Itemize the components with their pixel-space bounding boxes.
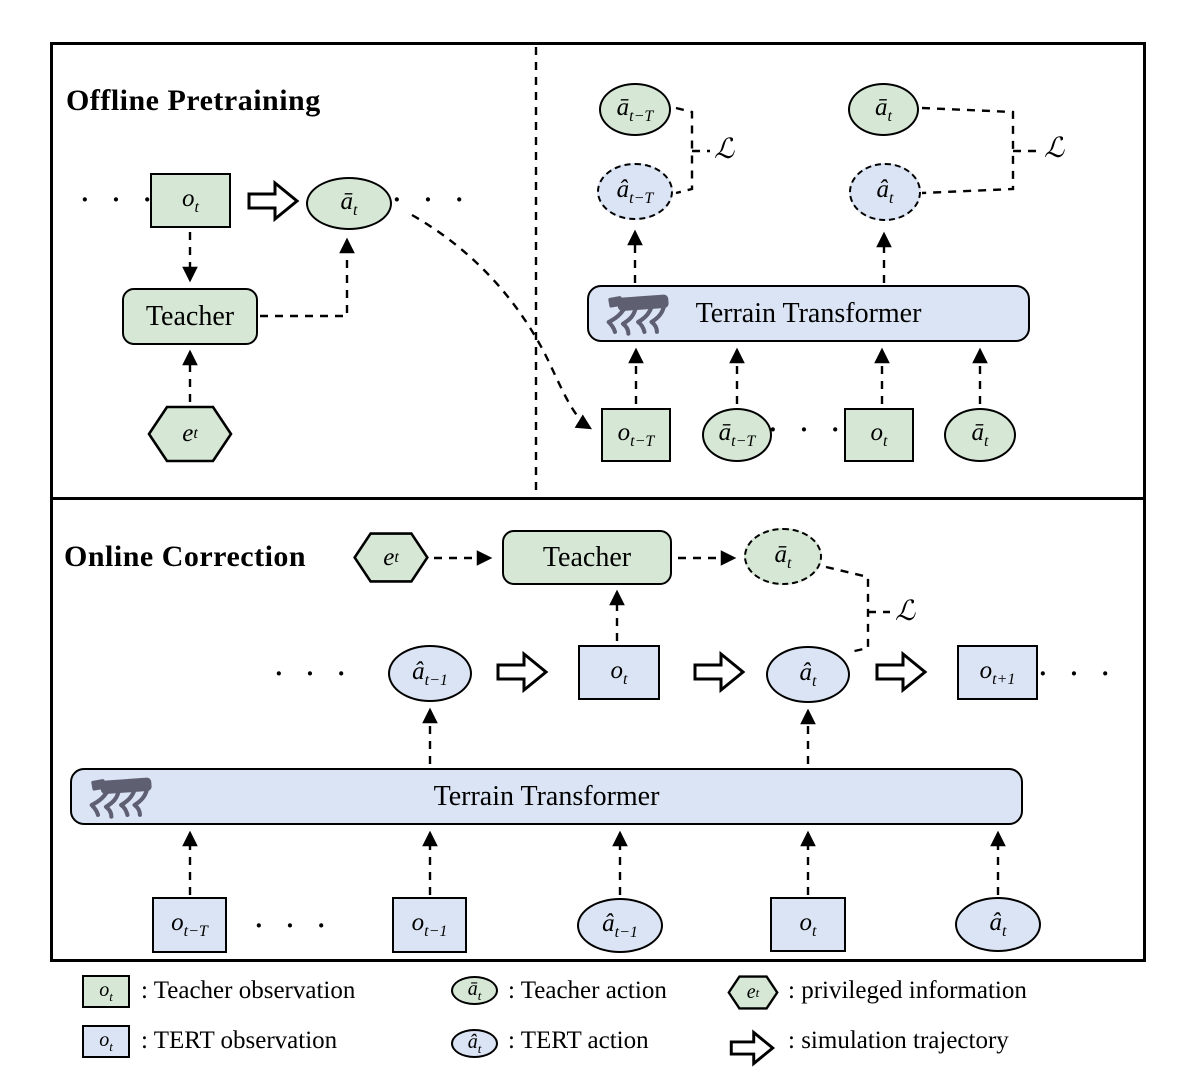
- hexagon-shape: [353, 532, 429, 583]
- node-label: ot−T: [617, 419, 655, 450]
- loss-symbol: ℒ: [1044, 131, 1065, 164]
- node-label: ot: [799, 908, 817, 940]
- node-label: ot: [99, 1028, 113, 1054]
- node-label: āt: [467, 977, 482, 1003]
- legend-swatch-tert-observation: ot: [82, 1025, 130, 1058]
- node-label: ot−1: [411, 909, 448, 940]
- online-ahat-t-node: ât: [766, 646, 850, 703]
- ellipsis: · · ·: [392, 185, 472, 214]
- offline-abar-t-node: āt: [306, 177, 392, 230]
- online-input-ahat-tm1: ât−1: [577, 898, 663, 953]
- offline-input-otmT: ot−T: [601, 408, 671, 462]
- simulation-trajectory-arrow: [247, 179, 300, 223]
- online-input-otm1: ot−1: [392, 897, 467, 953]
- robot-dog-icon: [606, 294, 669, 336]
- hexagon-shape: [727, 975, 779, 1010]
- legend-swatch-tert-action: ât: [451, 1029, 498, 1058]
- offline-terrain-transformer-bar: Terrain Transformer: [587, 285, 1030, 342]
- ellipsis: · · ·: [274, 659, 354, 688]
- online-input-otmT: ot−T: [152, 897, 227, 953]
- offline-ahat-t-pred: ât: [849, 163, 921, 221]
- offline-abar-tmT-target: āt−T: [599, 83, 671, 136]
- offline-abar-t-target: āt: [848, 83, 919, 136]
- legend-label-privileged-information: : privileged information: [788, 977, 1027, 1004]
- ellipsis: · · ·: [768, 415, 848, 444]
- node-label: ât: [876, 176, 894, 207]
- node-label: ât: [467, 1030, 482, 1056]
- online-abar-t-node: āt: [744, 528, 822, 585]
- offline-input-ot: ot: [844, 408, 914, 462]
- node-label: ât−1: [412, 657, 448, 689]
- node-label: ot−T: [171, 909, 208, 940]
- ellipsis: · · ·: [1038, 659, 1118, 688]
- node-label: ât: [989, 908, 1007, 940]
- legend-swatch-teacher-action: āt: [451, 976, 498, 1005]
- robot-dog-icon: [89, 777, 152, 819]
- online-input-ot: ot: [770, 897, 846, 952]
- online-terrain-transformer-bar: Terrain Transformer: [70, 768, 1023, 825]
- node-label: āt−T: [616, 93, 654, 125]
- teacher-label: Teacher: [542, 541, 632, 573]
- offline-ot-node: ot: [150, 173, 231, 228]
- ellipsis: · · ·: [254, 911, 334, 940]
- online-title: Online Correction: [64, 540, 307, 573]
- node-label: āt: [875, 93, 892, 125]
- legend-label-teacher-action: : Teacher action: [508, 977, 667, 1004]
- online-ot-node: ot: [578, 645, 660, 700]
- legend-swatch-simulation-trajectory: [729, 1029, 776, 1067]
- legend-swatch-teacher-observation: ot: [82, 975, 130, 1008]
- node-label: ot+1: [979, 656, 1016, 688]
- online-teacher-node: Teacher: [502, 530, 672, 585]
- loss-symbol: ℒ: [895, 594, 916, 627]
- online-ahat-tm1-node: ât−1: [388, 645, 472, 702]
- node-label: āt: [774, 540, 792, 572]
- hexagon-shape: [147, 405, 233, 463]
- node-label: ot: [99, 978, 113, 1004]
- ellipsis: · · ·: [80, 185, 160, 214]
- legend-label-simulation-trajectory: : simulation trajectory: [788, 1027, 1009, 1054]
- node-label: āt: [971, 419, 989, 450]
- legend-label-tert-action: : TERT action: [508, 1027, 649, 1054]
- node-label: ât−T: [616, 175, 654, 207]
- node-label: ot: [870, 419, 888, 450]
- terrain-transformer-label: Terrain Transformer: [433, 780, 660, 812]
- node-label: āt: [340, 187, 358, 219]
- loss-symbol: ℒ: [714, 132, 735, 165]
- offline-title: Offline Pretraining: [66, 84, 321, 117]
- node-label: ât−1: [602, 909, 638, 941]
- simulation-trajectory-arrow: [693, 650, 746, 694]
- offline-teacher-node: Teacher: [122, 288, 258, 345]
- simulation-trajectory-arrow: [875, 650, 928, 694]
- online-input-ahat-t: ât: [955, 897, 1041, 952]
- offline-ahat-tmT-pred: ât−T: [597, 163, 673, 220]
- node-label: āt−T: [718, 419, 756, 450]
- legend-label-tert-observation: : TERT observation: [141, 1027, 338, 1054]
- teacher-label: Teacher: [145, 300, 235, 332]
- node-label: ot: [182, 184, 199, 216]
- node-label: ât: [799, 658, 817, 690]
- legend-label-teacher-observation: : Teacher observation: [141, 977, 356, 1004]
- online-otp1-node: ot+1: [957, 645, 1038, 700]
- terrain-transformer-label: Terrain Transformer: [695, 297, 922, 329]
- simulation-trajectory-arrow: [496, 650, 549, 694]
- node-label: ot: [610, 656, 628, 688]
- offline-input-abar-tmT: āt−T: [702, 408, 772, 462]
- offline-input-abar-t: āt: [944, 408, 1016, 462]
